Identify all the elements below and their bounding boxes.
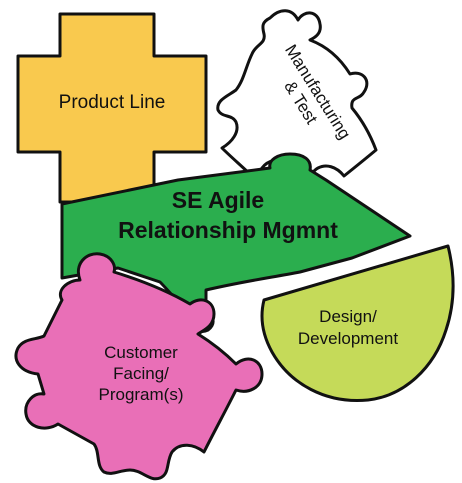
jigsaw-puzzle-piece-icon (14, 252, 264, 481)
product-line-label: Product Line (59, 92, 166, 113)
customer-label-line3: Program(s) (98, 385, 183, 404)
se-agile-label-line1: SE Agile (172, 187, 264, 213)
manufacturing-piece: Manufacturing & Test (216, 9, 378, 182)
design-label-line1: Design/ (319, 307, 377, 326)
product-line-piece: Product Line (16, 12, 208, 204)
se-agile-label-line2: Relationship Mgmnt (118, 217, 338, 243)
design-label-line2: Development (298, 329, 398, 348)
customer-label-line1: Customer (104, 343, 178, 362)
design-piece: Design/ Development (260, 244, 455, 403)
customer-piece: Customer Facing/ Program(s) (14, 252, 264, 481)
half-circle-puzzle-piece-icon (260, 244, 455, 403)
customer-label-line2: Facing/ (113, 364, 169, 383)
